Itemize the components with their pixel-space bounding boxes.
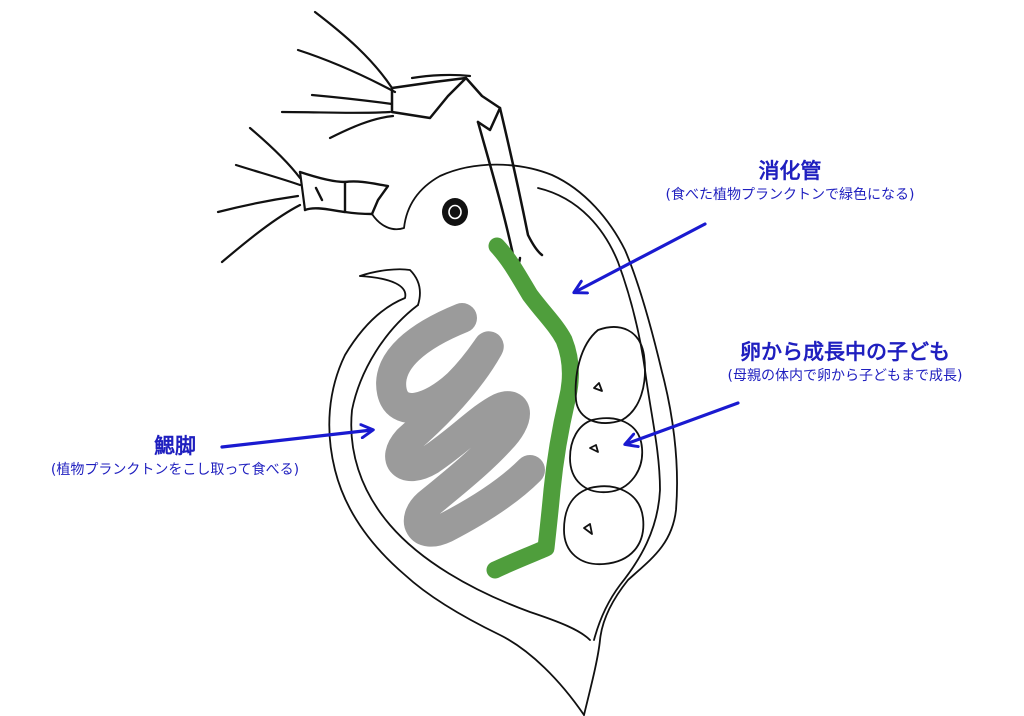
arrow-digestive-tract bbox=[575, 222, 707, 292]
label-gill-legs-title: 鰓脚 bbox=[154, 434, 196, 458]
developing-young bbox=[563, 326, 646, 565]
gill-legs bbox=[376, 303, 545, 547]
label-digestive-tract-title: 消化管 bbox=[758, 159, 822, 183]
label-developing-young-title: 卵から成長中の子ども bbox=[740, 340, 950, 364]
egg-lower bbox=[563, 485, 645, 565]
egg-middle bbox=[569, 417, 643, 493]
label-gill-legs-note: (植物プランクトンをこし取って食べる) bbox=[50, 462, 300, 478]
antenna-upper bbox=[390, 76, 544, 267]
digestive-tract bbox=[486, 237, 579, 579]
body-outline bbox=[328, 163, 678, 716]
label-digestive-tract-note: (食べた植物プランクトンで緑色になる) bbox=[665, 187, 915, 203]
egg-upper bbox=[574, 326, 646, 424]
arrow-developing-young bbox=[626, 401, 740, 444]
antenna-lower bbox=[298, 170, 390, 216]
label-developing-young-note: (母親の体内で卵から子どもまで成長) bbox=[727, 368, 963, 384]
antenna-bristles-lower bbox=[216, 126, 307, 264]
label-gill-legs: 鰓脚 (植物プランクトンをこし取って食べる) bbox=[20, 432, 330, 480]
label-developing-young: 卵から成長中の子ども (母親の体内で卵から子どもまで成長) bbox=[690, 338, 1000, 386]
compound-eye bbox=[442, 198, 468, 226]
antenna-bristles-upper bbox=[280, 10, 472, 140]
label-digestive-tract: 消化管 (食べた植物プランクトンで緑色になる) bbox=[640, 157, 940, 205]
arrow-gill-legs bbox=[220, 430, 372, 449]
label-arrows bbox=[220, 222, 740, 449]
